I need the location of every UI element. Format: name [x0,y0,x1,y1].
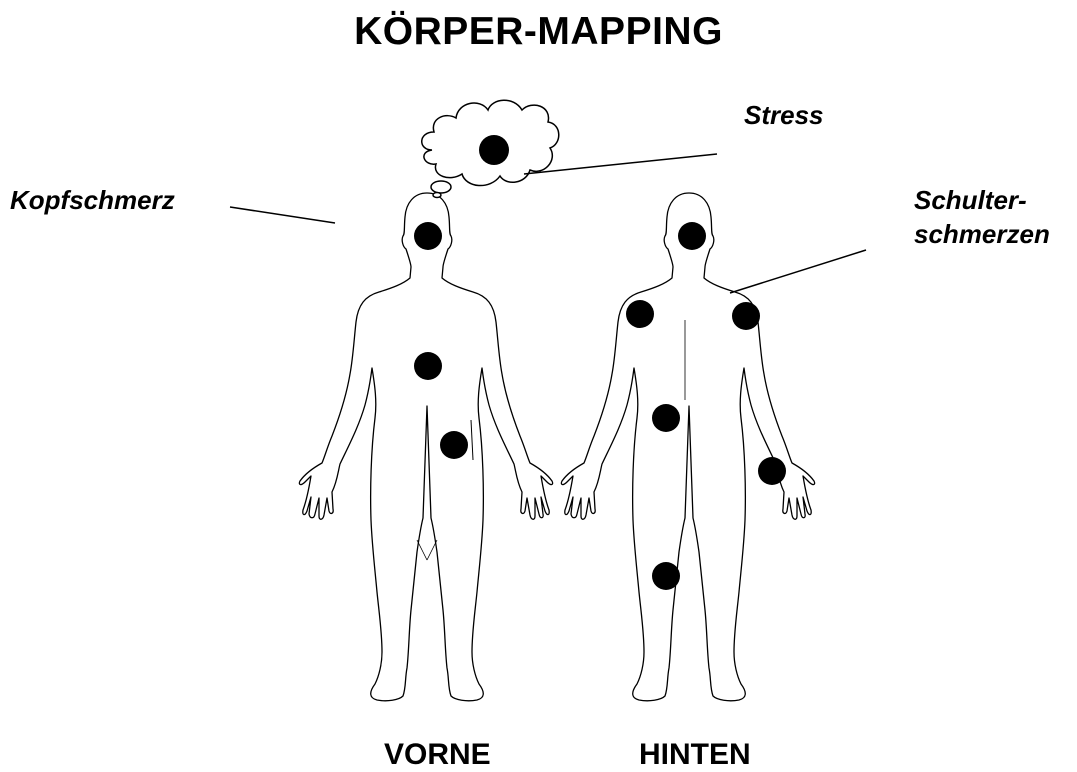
front-body-figure [299,193,552,701]
back-body-figure [561,193,814,701]
front-abdomen-marker [440,431,468,459]
thought-bubble-dot-1 [431,181,451,193]
back-knee-marker [652,562,680,590]
thought-bubble-dot-2 [433,193,441,198]
back-view-caption: HINTEN [639,738,751,772]
back-midback-marker [652,404,680,432]
front-chest-marker [414,352,442,380]
front-head-marker [414,222,442,250]
stress-marker [479,135,509,165]
back-left-shoulder-marker [626,300,654,328]
front-view-caption: VORNE [384,738,491,772]
back-right-shoulder-marker [732,302,760,330]
shoulder-leader-line [730,250,866,293]
back-hand-marker [758,457,786,485]
back-head-marker [678,222,706,250]
headache-leader-line [230,207,335,223]
